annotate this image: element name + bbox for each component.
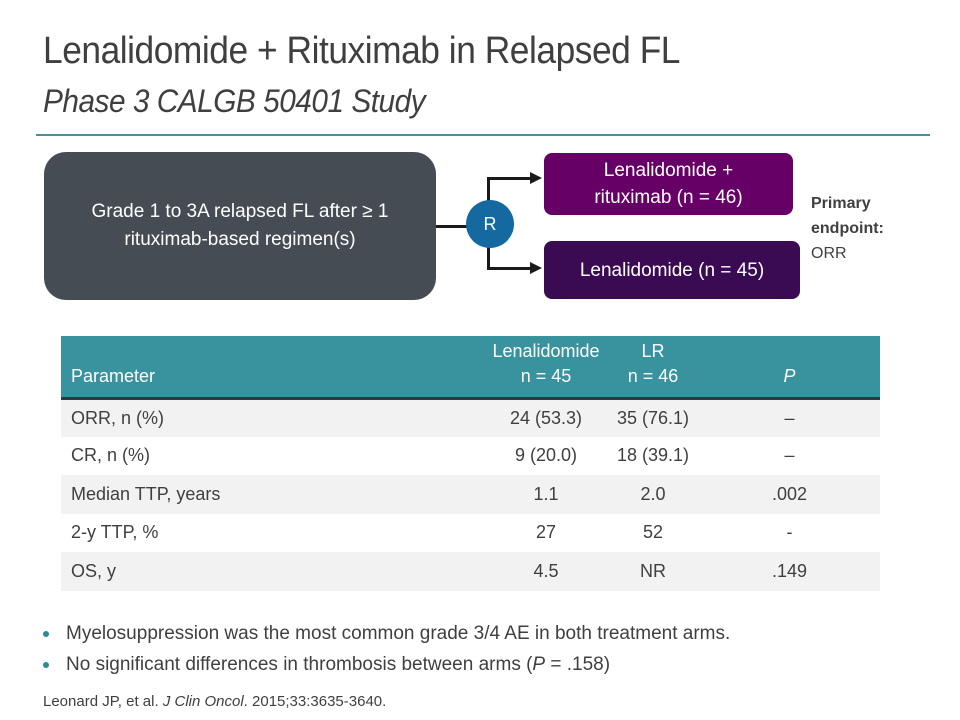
cell-lr: 52 [642, 522, 664, 543]
slide-subtitle: Phase 3 CALGB 50401 Study [43, 83, 426, 119]
arm-label: Lenalidomide (n = 45) [579, 259, 765, 281]
header-parameter: Parameter [61, 336, 361, 400]
cell-lenalidomide: 4.5 [361, 552, 611, 591]
branch-line-top [487, 177, 490, 203]
bullet-item: Myelosuppression was the most common gra… [43, 618, 730, 649]
table-row: OS, y 4.5 NR .149 [61, 552, 880, 591]
cell-p-value: – [784, 445, 795, 466]
arm-lenalidomide-rituximab: Lenalidomide + rituximab (n = 46) [544, 153, 793, 215]
citation: Leonard JP, et al. J Clin Oncol. 2015;33… [43, 693, 387, 710]
table-row: Median TTP, years 1.1 2.0 .002 [61, 475, 880, 514]
bullet-item: No significant differences in thrombosis… [43, 649, 730, 680]
table-row: 2-y TTP, % 27 52 - [61, 514, 880, 553]
table-row: ORR, n (%) 24 (53.3) 35 (76.1) – [61, 398, 880, 437]
arrow-right-icon [530, 262, 542, 274]
cell-lr: 18 (39.1) [616, 445, 690, 466]
cell-parameter: OS, y [61, 552, 361, 591]
slide-title: Lenalidomide + Rituximab in Relapsed FL [43, 30, 681, 72]
cell-p-value: – [711, 398, 880, 437]
cell-lr: 2.0 [611, 475, 711, 514]
primary-endpoint: Primary endpoint: ORR [811, 191, 901, 266]
cell-p-value: - [786, 522, 793, 543]
cell-p-value: .002 [711, 475, 880, 514]
arm-lenalidomide: Lenalidomide (n = 45) [544, 241, 800, 299]
cell-parameter: CR, n (%) [71, 445, 151, 466]
cell-lr: 35 (76.1) [611, 398, 711, 437]
key-findings-list: Myelosuppression was the most common gra… [43, 618, 730, 680]
cell-parameter: Median TTP, years [61, 475, 361, 514]
bullet-dot-icon [43, 631, 49, 637]
bullet-dot-icon [43, 662, 49, 668]
cell-lenalidomide: 9 (20.0) [514, 445, 578, 466]
branch-line-top-horizontal [487, 177, 531, 180]
randomization-label: R [483, 213, 497, 234]
connector-line [436, 225, 476, 228]
cell-parameter: ORR, n (%) [61, 398, 361, 437]
branch-line-bottom-horizontal [487, 267, 531, 270]
title-divider [36, 134, 930, 136]
arm-label: Lenalidomide + rituximab (n = 46) [594, 160, 743, 208]
table-row: CR, n (%) 9 (20.0) 18 (39.1) – [61, 437, 880, 476]
eligibility-box: Grade 1 to 3A relapsed FL after ≥ 1 ritu… [44, 152, 436, 300]
cell-lenalidomide: 27 [535, 522, 557, 543]
primary-endpoint-value: ORR [811, 245, 847, 262]
cell-lenalidomide: 24 (53.3) [361, 398, 611, 437]
cell-parameter: 2-y TTP, % [71, 522, 159, 543]
cell-lenalidomide: 1.1 [361, 475, 611, 514]
arrow-right-icon [530, 172, 542, 184]
header-p-value: P [711, 336, 880, 400]
eligibility-text: Grade 1 to 3A relapsed FL after ≥ 1 ritu… [91, 201, 389, 250]
branch-line-bottom [487, 245, 490, 270]
cell-lr: NR [611, 552, 711, 591]
primary-endpoint-label: Primary endpoint: [811, 195, 884, 237]
cell-p-value: .149 [711, 552, 880, 591]
randomization-node: R [466, 200, 514, 248]
